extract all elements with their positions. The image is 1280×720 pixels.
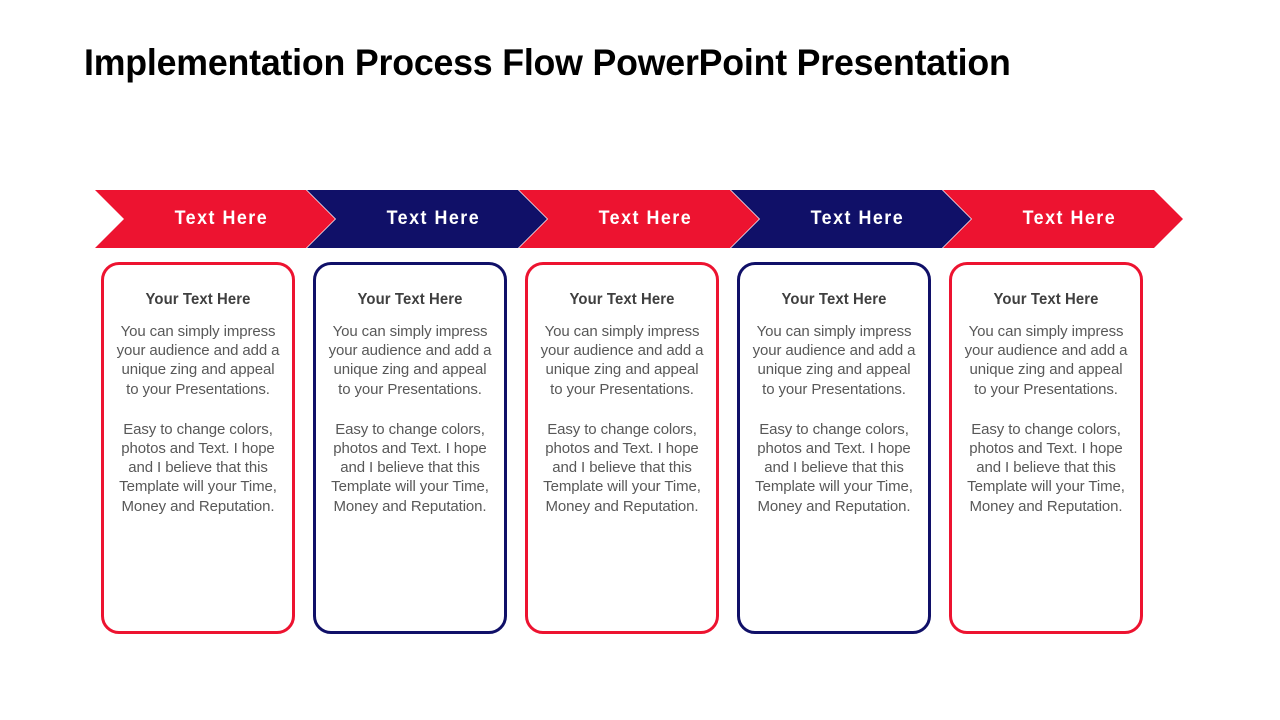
page-title: Implementation Process Flow PowerPoint P… — [84, 42, 1011, 83]
process-step-card-5[interactable]: Your Text Here You can simply impress yo… — [949, 262, 1143, 634]
card-heading: Your Text Here — [569, 291, 675, 308]
card-paragraph-primary: You can simply impress your audience and… — [964, 323, 1128, 398]
card-paragraph-primary: You can simply impress your audience and… — [328, 323, 492, 398]
card-paragraph-primary: You can simply impress your audience and… — [116, 323, 280, 398]
card-paragraph-secondary: Easy to change colors, photos and Text. … — [119, 420, 277, 515]
process-step-banner-label: Text Here — [810, 208, 905, 229]
process-step-card-3[interactable]: Your Text Here You can simply impress yo… — [525, 262, 719, 634]
card-paragraph-secondary: Easy to change colors, photos and Text. … — [755, 420, 913, 515]
card-heading: Your Text Here — [781, 291, 887, 308]
card-paragraph-secondary: Easy to change colors, photos and Text. … — [967, 420, 1125, 515]
process-step-banner-4[interactable]: Text Here — [731, 190, 971, 248]
card-heading: Your Text Here — [993, 291, 1099, 308]
process-step-card-4[interactable]: Your Text Here You can simply impress yo… — [737, 262, 931, 634]
process-card-row: Your Text Here You can simply impress yo… — [0, 262, 1280, 636]
process-step-banner-label: Text Here — [598, 208, 693, 229]
process-step-banner-5[interactable]: Text Here — [943, 190, 1183, 248]
card-paragraph-primary: You can simply impress your audience and… — [540, 323, 704, 398]
process-step-banner-label: Text Here — [1022, 208, 1117, 229]
card-paragraph-secondary: Easy to change colors, photos and Text. … — [543, 420, 701, 515]
process-step-banner-2[interactable]: Text Here — [307, 190, 547, 248]
process-step-card-1[interactable]: Your Text Here You can simply impress yo… — [101, 262, 295, 634]
card-heading: Your Text Here — [357, 291, 463, 308]
card-heading: Your Text Here — [145, 291, 251, 308]
card-paragraph-primary: You can simply impress your audience and… — [752, 323, 916, 398]
process-step-banner-3[interactable]: Text Here — [519, 190, 759, 248]
process-step-card-2[interactable]: Your Text Here You can simply impress yo… — [313, 262, 507, 634]
card-paragraph-secondary: Easy to change colors, photos and Text. … — [331, 420, 489, 515]
process-step-banner-label: Text Here — [174, 208, 269, 229]
process-step-banner-label: Text Here — [386, 208, 481, 229]
process-chevron-row: Text Here Text Here Text Here Text Here … — [0, 190, 1280, 248]
process-step-banner-1[interactable]: Text Here — [95, 190, 335, 248]
